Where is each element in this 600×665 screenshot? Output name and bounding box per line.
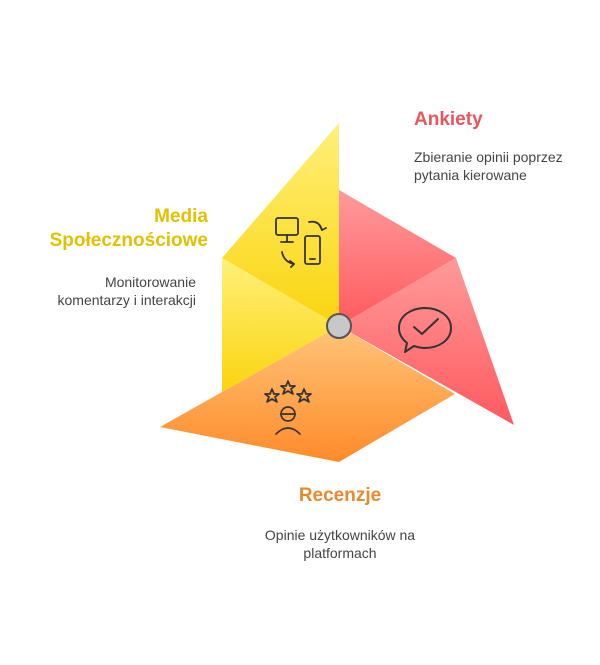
recenzje-description: Opinie użytkowników na platformach (264, 527, 416, 561)
ankiety-description: Zbieranie opinii poprzez pytania kierowa… (414, 149, 563, 183)
media-title: Media Społecznościowe (49, 206, 208, 251)
center-hub (326, 313, 352, 339)
ankiety-title: Ankiety (414, 109, 483, 130)
segment-recenzje (160, 326, 455, 462)
star-rating-person-icon (264, 380, 312, 435)
recenzje-title: Recenzje (298, 485, 382, 506)
media-description: Monitorowanie komentarzy i interakcji (57, 274, 197, 308)
devices-sync-icon (275, 217, 327, 268)
chat-checkmark-icon (398, 307, 452, 353)
segment-media (222, 123, 339, 392)
segment-ankiety (339, 190, 514, 425)
